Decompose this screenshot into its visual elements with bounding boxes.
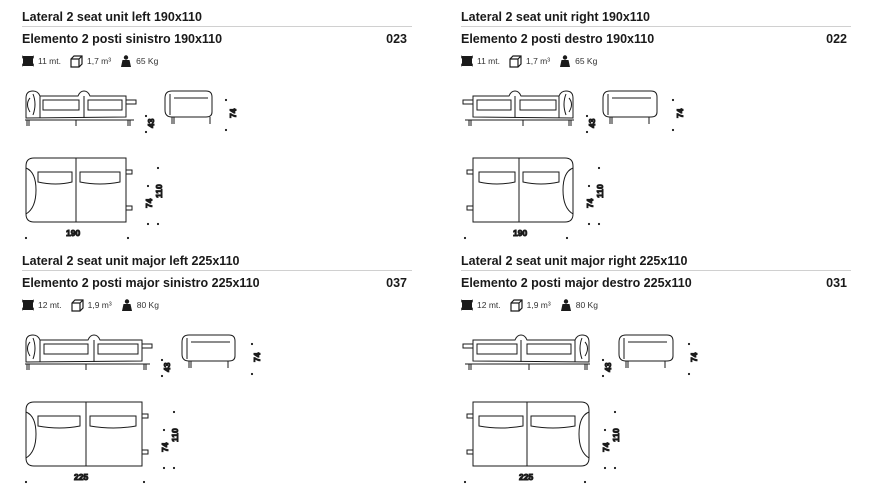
package-weight: 65 Kg bbox=[575, 56, 598, 66]
package-volume: 1,7 m³ bbox=[87, 56, 112, 66]
side-height-dim: 74 bbox=[228, 108, 238, 118]
fabric-length-icon bbox=[22, 299, 34, 311]
divider bbox=[22, 26, 412, 27]
volume-box-icon bbox=[510, 298, 523, 312]
product-code: 031 bbox=[826, 276, 847, 290]
title-english: Lateral 2 seat unit major left 225x110 bbox=[22, 254, 240, 268]
side-height-dim: 74 bbox=[252, 352, 262, 362]
seat-height-dim: 43 bbox=[603, 362, 613, 372]
side-view-drawing bbox=[164, 90, 213, 124]
fabric-length: 12 mt. bbox=[477, 300, 501, 310]
product-code: 037 bbox=[386, 276, 407, 290]
title-english: Lateral 2 seat unit major right 225x110 bbox=[461, 254, 688, 268]
weight-icon bbox=[121, 299, 132, 311]
side-view-drawing bbox=[181, 334, 236, 368]
technical-drawings: 43 74 74 110 225 bbox=[461, 326, 851, 492]
product-code: 023 bbox=[386, 32, 407, 46]
dimension-dots bbox=[24, 342, 254, 484]
weight-icon bbox=[560, 299, 571, 311]
title-italian: Elemento 2 posti destro 190x110 bbox=[461, 32, 655, 46]
fabric-length-icon bbox=[461, 55, 473, 67]
dimension-dots bbox=[463, 98, 675, 240]
front-view-drawing bbox=[25, 334, 153, 370]
fabric-length: 12 mt. bbox=[38, 300, 62, 310]
title-italian: Elemento 2 posti sinistro 190x110 bbox=[22, 32, 223, 46]
title-english: Lateral 2 seat unit right 190x110 bbox=[461, 10, 650, 24]
plan-view-drawing bbox=[25, 157, 133, 223]
spec-row: 11 mt. 1,7 m³ 65 Kg bbox=[22, 54, 167, 68]
package-volume: 1,7 m³ bbox=[526, 56, 551, 66]
package-weight: 80 Kg bbox=[136, 300, 159, 310]
product-code: 022 bbox=[826, 32, 847, 46]
product-panel-023: Lateral 2 seat unit left 190x110 Element… bbox=[22, 8, 412, 248]
depth-dim: 110 bbox=[611, 428, 621, 442]
title-english: Lateral 2 seat unit left 190x110 bbox=[22, 10, 202, 24]
plan-view-drawing bbox=[466, 401, 590, 467]
front-view-drawing bbox=[462, 90, 574, 126]
technical-drawings: 43 74 74 110 190 bbox=[22, 82, 412, 248]
product-panel-022: Lateral 2 seat unit right 190x110 Elemen… bbox=[461, 8, 851, 248]
volume-box-icon bbox=[71, 298, 84, 312]
width-dim: 190 bbox=[513, 228, 527, 238]
spec-row: 12 mt. 1,9 m³ 80 Kg bbox=[22, 298, 168, 312]
depth-dim: 110 bbox=[170, 428, 180, 442]
fabric-length-icon bbox=[461, 299, 473, 311]
fabric-length: 11 mt. bbox=[38, 56, 61, 66]
seat-height-dim: 43 bbox=[162, 362, 172, 372]
spec-row: 12 mt. 1,9 m³ 80 Kg bbox=[461, 298, 607, 312]
product-panel-031: Lateral 2 seat unit major right 225x110 … bbox=[461, 252, 851, 492]
width-dim: 225 bbox=[74, 472, 88, 482]
weight-icon bbox=[560, 55, 571, 67]
dimension-dots bbox=[24, 98, 228, 240]
side-height-dim: 74 bbox=[689, 352, 699, 362]
width-dim: 190 bbox=[66, 228, 80, 238]
front-view-drawing bbox=[25, 90, 137, 126]
divider bbox=[461, 270, 851, 271]
package-volume: 1,9 m³ bbox=[87, 300, 112, 310]
depth-dim: 110 bbox=[154, 184, 164, 198]
volume-box-icon bbox=[70, 54, 83, 68]
divider bbox=[22, 270, 412, 271]
package-weight: 80 Kg bbox=[575, 300, 598, 310]
technical-drawings: 43 74 74 110 225 bbox=[22, 326, 412, 492]
product-panel-037: Lateral 2 seat unit major left 225x110 E… bbox=[22, 252, 412, 492]
package-volume: 1,9 m³ bbox=[526, 300, 551, 310]
side-view-drawing bbox=[602, 90, 658, 124]
side-height-dim: 74 bbox=[675, 108, 685, 118]
plan-view-drawing bbox=[25, 401, 149, 467]
title-italian: Elemento 2 posti major sinistro 225x110 bbox=[22, 276, 260, 290]
technical-drawings: 43 74 74 110 190 bbox=[461, 82, 851, 248]
seat-height-dim: 43 bbox=[587, 118, 597, 128]
weight-icon bbox=[121, 55, 132, 67]
depth-dim: 110 bbox=[595, 184, 605, 198]
fabric-length-icon bbox=[22, 55, 34, 67]
divider bbox=[461, 26, 851, 27]
plan-height-dim: 74 bbox=[144, 198, 154, 208]
plan-view-drawing bbox=[466, 157, 574, 223]
fabric-length: 11 mt. bbox=[477, 56, 500, 66]
plan-height-dim: 74 bbox=[585, 198, 595, 208]
seat-height-dim: 43 bbox=[146, 118, 156, 128]
volume-box-icon bbox=[509, 54, 522, 68]
front-view-drawing bbox=[462, 334, 590, 370]
plan-height-dim: 74 bbox=[160, 442, 170, 452]
title-italian: Elemento 2 posti major destro 225x110 bbox=[461, 276, 692, 290]
spec-row: 11 mt. 1,7 m³ 65 Kg bbox=[461, 54, 606, 68]
plan-height-dim: 74 bbox=[601, 442, 611, 452]
side-view-drawing bbox=[618, 334, 674, 368]
width-dim: 225 bbox=[519, 472, 533, 482]
package-weight: 65 Kg bbox=[136, 56, 159, 66]
dimension-dots bbox=[463, 342, 691, 484]
